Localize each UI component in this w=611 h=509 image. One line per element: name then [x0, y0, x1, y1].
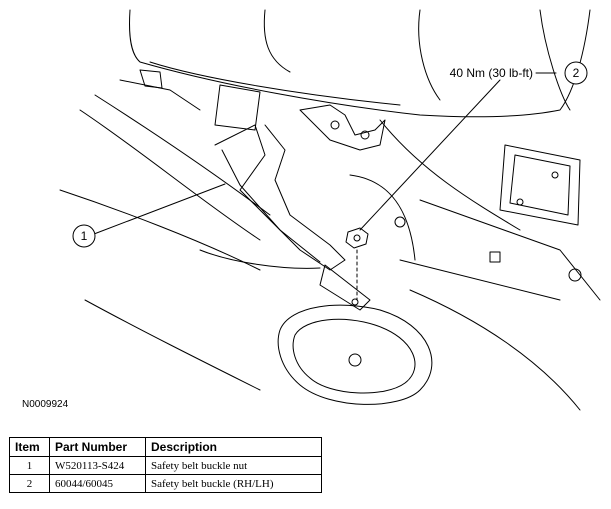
access-panel [499, 144, 582, 282]
safety-belt-buckle [214, 124, 371, 311]
row-part-number: 60044/60045 [49, 474, 146, 493]
column-header-part-number: Part Number [49, 437, 146, 457]
spare-tire-well [277, 304, 433, 405]
parts-table: Item Part Number Description 1 W520113-S… [9, 437, 322, 493]
row-item: 2 [9, 474, 50, 493]
column-header-item: Item [9, 437, 50, 457]
leader-lines [93, 72, 557, 235]
row-description: Safety belt buckle (RH/LH) [145, 474, 322, 493]
seat-hinge-bracket [139, 69, 386, 151]
torque-spec-label: 40 Nm (30 lb-ft) [450, 66, 533, 80]
callout-1-number: 1 [81, 229, 88, 243]
figure-id: N0009924 [22, 399, 69, 410]
callout-2-number: 2 [573, 66, 580, 80]
table-row: 1 W520113-S424 Safety belt buckle nut [9, 456, 322, 475]
table-row: 2 60044/60045 Safety belt buckle (RH/LH) [9, 474, 322, 493]
row-description: Safety belt buckle nut [145, 456, 322, 475]
row-item: 1 [9, 456, 50, 475]
callout-1: 1 [72, 224, 96, 248]
table-header-row: Item Part Number Description [9, 437, 322, 457]
column-header-description: Description [145, 437, 322, 457]
row-part-number: W520113-S424 [49, 456, 146, 475]
buckle-nut [345, 216, 501, 301]
safety-belt-buckle-illustration: 1 40 Nm (30 lb-ft) 2 [59, 9, 601, 411]
floor-pan [59, 79, 601, 411]
callout-2: 40 Nm (30 lb-ft) 2 [450, 61, 588, 85]
rear-seat-cushion [129, 9, 591, 118]
